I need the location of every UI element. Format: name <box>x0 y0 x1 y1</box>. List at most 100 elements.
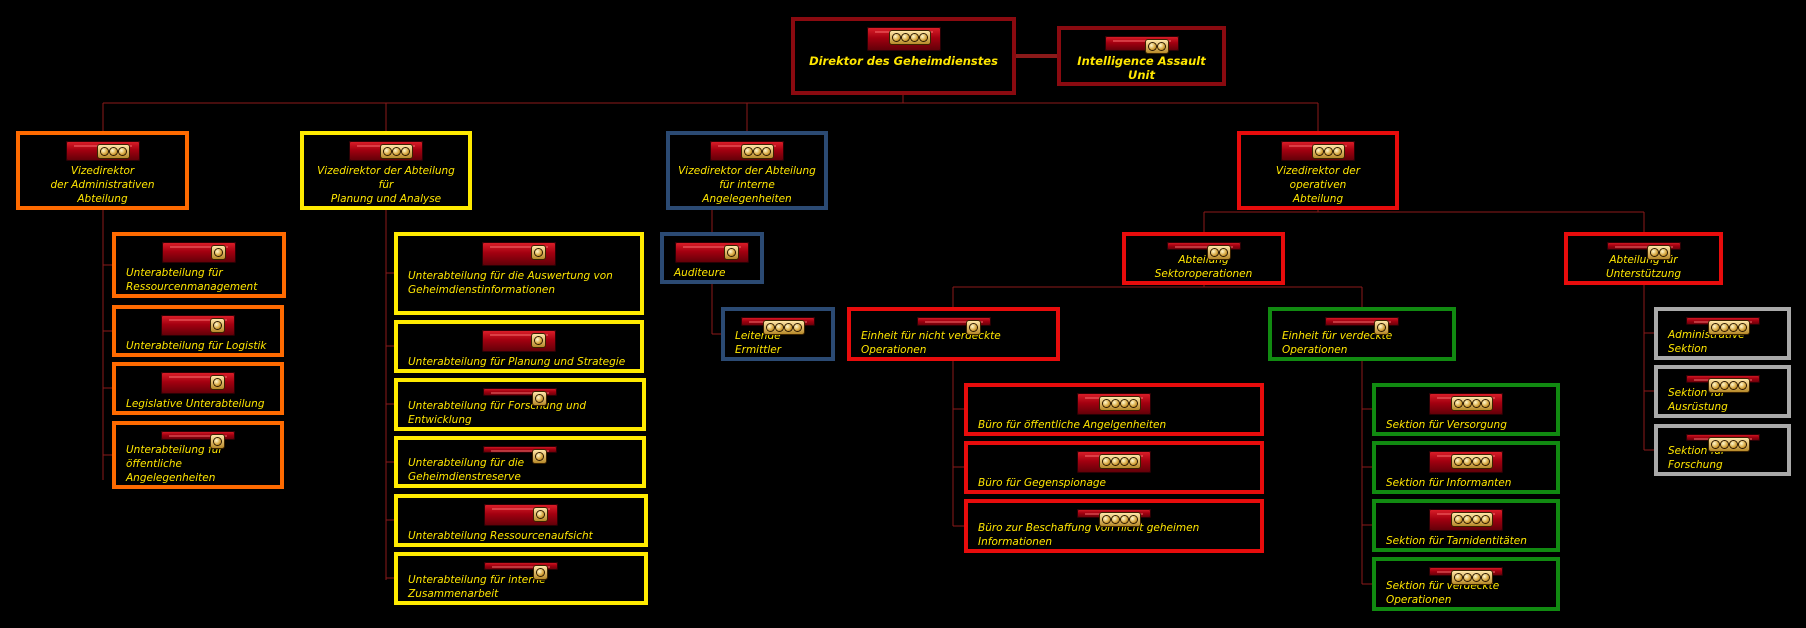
planning-unit-label: Unterabteilung Ressourcenaufsicht <box>408 530 593 542</box>
rank-plate-icon <box>532 391 547 406</box>
rank-star-icon <box>1711 382 1719 389</box>
rank-star-icon <box>901 34 909 41</box>
rank-plate-icon <box>211 245 226 260</box>
rank-badge-icon <box>741 317 815 335</box>
rank-plate-icon <box>888 30 931 45</box>
rank-badge-icon <box>482 242 556 266</box>
rank-badge-icon <box>710 141 784 161</box>
rank-star-icon <box>1720 382 1728 389</box>
rank-plate-icon <box>1099 454 1141 469</box>
rank-badge-icon <box>482 330 556 352</box>
rank-plate-icon <box>1099 396 1141 411</box>
rank-star-icon <box>1103 458 1110 465</box>
rank-star-icon <box>1112 400 1119 407</box>
rank-star-icon <box>1455 574 1462 581</box>
rank-badge-icon <box>1077 509 1151 527</box>
rank-star-icon <box>214 379 221 386</box>
rank-star-icon <box>794 324 801 331</box>
rank-star-icon <box>100 148 108 155</box>
rank-star-icon <box>1729 324 1737 331</box>
rank-star-icon <box>1455 458 1462 465</box>
rank-star-icon <box>537 569 544 576</box>
rank-star-icon <box>1729 441 1737 448</box>
rank-star-icon <box>1738 441 1746 448</box>
rank-star-icon <box>1378 324 1385 331</box>
rank-star-icon <box>1464 574 1471 581</box>
rank-badge-icon <box>1429 393 1503 415</box>
rank-plate-icon <box>531 245 546 260</box>
operations-head-label: Vizedirektor der operativen Abteilung <box>1275 165 1361 205</box>
planning-head-label: Vizedirektor der Abteilung für Planung u… <box>317 165 455 205</box>
covert-unit-label: Einheit für verdeckte Operationen <box>1282 330 1393 356</box>
support-section-box: Administrative Sektion <box>1654 307 1791 360</box>
rank-badge-icon <box>1685 375 1760 393</box>
rank-plate-icon <box>1206 245 1231 260</box>
planning-unit-label: Unterabteilung für die Geheimdienstreser… <box>408 457 525 483</box>
rank-star-icon <box>1473 516 1480 523</box>
planning-unit-box: Unterabteilung für Planung und Strategie <box>394 320 644 373</box>
planning-unit-label: Unterabteilung für die Auswertung von Ge… <box>408 270 613 296</box>
rank-star-icon <box>1659 249 1667 256</box>
rank-badge-icon <box>161 315 235 336</box>
overt-office-box: Büro zur Beschaffung von nicht geheimen … <box>964 499 1264 553</box>
admin-head-box: Vizedirektor der Administrativen Abteilu… <box>16 131 189 210</box>
rank-star-icon <box>767 324 774 331</box>
rank-star-icon <box>892 34 900 41</box>
rank-star-icon <box>1464 458 1471 465</box>
covert-section-box: Sektion für Informanten <box>1372 441 1560 494</box>
operations-head-box: Vizedirektor der operativen Abteilung <box>1237 131 1399 210</box>
admin-unit-box: Unterabteilung für Ressourcenmanagement <box>112 232 286 298</box>
rank-badge-icon <box>1429 451 1503 473</box>
rank-plate-icon <box>741 144 774 159</box>
rank-plate-icon <box>724 245 739 260</box>
rank-star-icon <box>919 34 927 41</box>
rank-star-icon <box>535 249 542 256</box>
rank-plate-icon <box>1374 320 1389 335</box>
rank-star-icon <box>214 322 221 329</box>
rank-plate-icon <box>1451 454 1493 469</box>
rank-star-icon <box>1738 324 1746 331</box>
rank-star-icon <box>763 148 770 155</box>
rank-star-icon <box>754 148 761 155</box>
planning-unit-box: Unterabteilung für interne Zusammenarbei… <box>394 552 648 605</box>
rank-star-icon <box>1738 382 1746 389</box>
admin-unit-box: Legislative Unterabteilung <box>112 362 284 415</box>
rank-badge-icon <box>1104 36 1179 54</box>
planning-head-box: Vizedirektor der Abteilung für Planung u… <box>300 131 472 210</box>
rank-plate-icon <box>1707 378 1750 393</box>
rank-plate-icon <box>210 434 225 449</box>
rank-plate-icon <box>96 144 130 159</box>
admin-unit-label: Legislative Unterabteilung <box>126 398 265 410</box>
rank-plate-icon <box>533 507 548 522</box>
rank-star-icon <box>785 324 792 331</box>
rank-star-icon <box>1473 458 1480 465</box>
rank-star-icon <box>1130 400 1137 407</box>
rank-badge-icon <box>1077 393 1151 415</box>
planning-unit-label: Unterabteilung für Planung und Strategie <box>408 356 626 368</box>
rank-badge-icon <box>1429 567 1503 585</box>
rank-star-icon <box>1219 249 1227 256</box>
rank-star-icon <box>910 34 918 41</box>
rank-star-icon <box>1729 382 1737 389</box>
rank-star-icon <box>1482 400 1489 407</box>
planning-unit-box: Unterabteilung für Forschung und Entwick… <box>394 378 646 431</box>
rank-badge-icon <box>916 317 991 335</box>
rank-star-icon <box>215 249 222 256</box>
rank-star-icon <box>1473 574 1480 581</box>
rank-badge-icon <box>484 504 558 526</box>
rank-star-icon <box>535 337 542 344</box>
overt-office-label: Büro zur Beschaffung von nicht geheimen … <box>978 522 1200 548</box>
rank-star-icon <box>776 324 783 331</box>
rank-badge-icon <box>65 141 140 161</box>
overt-office-box: Büro für öffentliche Angelgenheiten <box>964 383 1264 436</box>
rank-star-icon <box>728 249 735 256</box>
rank-star-icon <box>1473 400 1480 407</box>
rank-star-icon <box>109 148 117 155</box>
admin-unit-label: Unterabteilung für Logistik <box>126 340 267 352</box>
rank-star-icon <box>1720 441 1728 448</box>
rank-badge-icon <box>1281 141 1355 161</box>
planning-unit-label: Unterabteilung für interne Zusammenarbei… <box>408 574 546 600</box>
rank-star-icon <box>393 148 400 155</box>
sector-ops-label: Abteilung Sektoroperationen <box>1154 254 1253 280</box>
support-section-box: Sektion für Ausrüstung <box>1654 365 1791 418</box>
